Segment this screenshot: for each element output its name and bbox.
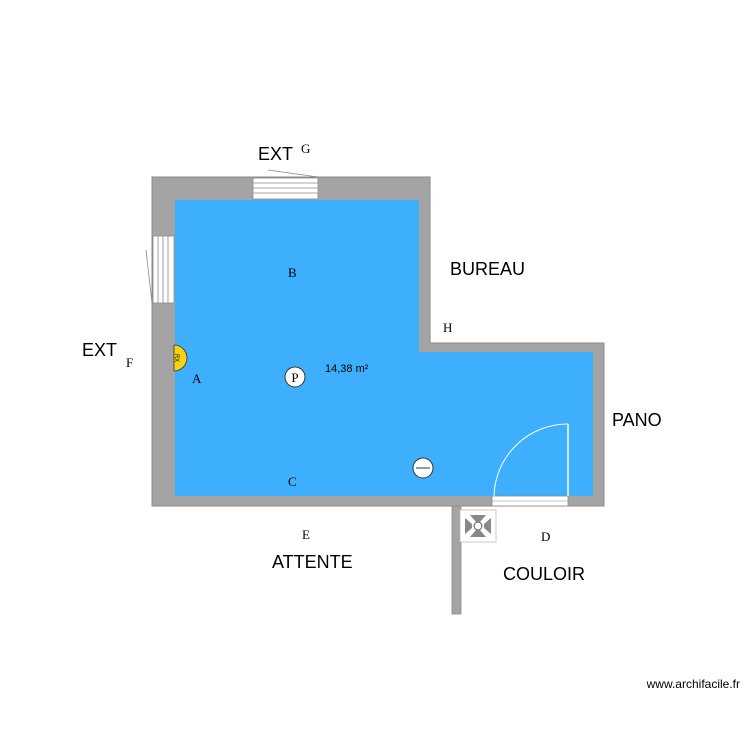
room-area: 14,38 m² bbox=[325, 363, 369, 375]
wall-letter-e: E bbox=[302, 527, 310, 542]
zone-pano: PANO bbox=[612, 410, 662, 430]
svg-text:RX: RX bbox=[173, 354, 179, 362]
zone-ext-top: EXT bbox=[258, 144, 293, 164]
wall-letter-g: G bbox=[301, 141, 310, 156]
outlet-label: P bbox=[291, 370, 298, 385]
zone-couloir: COULOIR bbox=[503, 564, 585, 584]
wall-letter-f: F bbox=[126, 355, 133, 370]
watermark[interactable]: www.archifacile.fr bbox=[646, 677, 740, 691]
zone-attente: ATTENTE bbox=[272, 552, 353, 572]
wall-letter-h: H bbox=[443, 320, 452, 335]
radiator-icon[interactable]: RX bbox=[173, 344, 188, 372]
wall-letter-a: A bbox=[192, 371, 202, 386]
ceiling-light-icon[interactable] bbox=[412, 457, 434, 479]
wall-letter-b: B bbox=[288, 265, 297, 280]
window-left bbox=[145, 235, 175, 304]
zone-bureau: BUREAU bbox=[450, 259, 525, 279]
window-top bbox=[252, 169, 319, 200]
zone-ext-left: EXT bbox=[82, 340, 117, 360]
outlet-icon[interactable]: P bbox=[284, 366, 306, 388]
fan-icon[interactable] bbox=[459, 509, 497, 543]
wall-letter-c: C bbox=[288, 474, 297, 489]
corridor-wall bbox=[451, 505, 462, 615]
door-swing-icon[interactable] bbox=[491, 423, 569, 507]
room-floor[interactable] bbox=[175, 200, 593, 496]
wall-letter-d: D bbox=[541, 529, 550, 544]
